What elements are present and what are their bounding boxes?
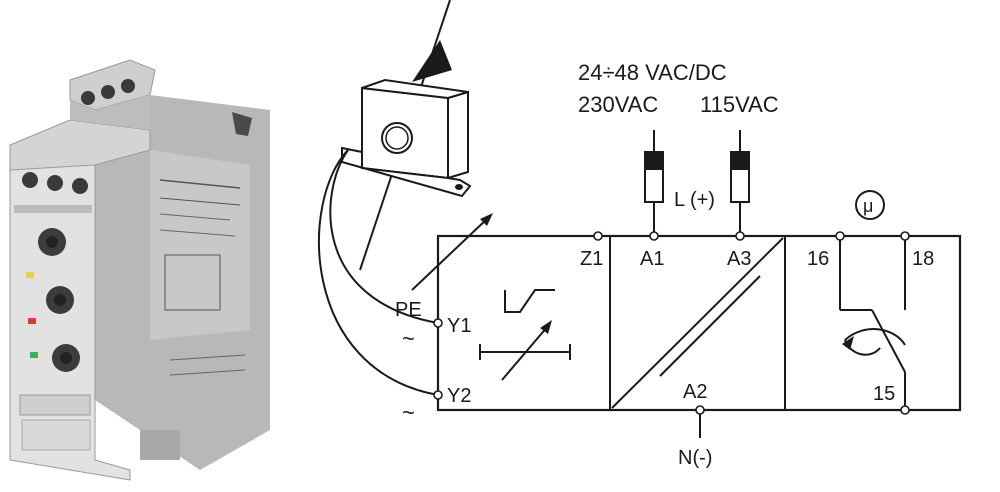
label-16: 16 [807,248,829,270]
terminal-z1 [593,231,603,241]
label-15: 15 [873,383,895,405]
terminal-y1 [433,318,443,328]
fuse-live [644,130,664,236]
terminal-15 [900,405,910,415]
threshold-symbol [504,289,555,313]
relay-module-illustration [9,59,270,481]
label-pe: PE [395,299,422,321]
fuse-a3 [730,130,750,236]
terminal-y2 [433,390,443,400]
label-a2: A2 [683,381,707,403]
supply-voltage-line1: 24÷48 VAC/DC [578,60,727,85]
terminal-a3 [735,231,745,241]
supply-voltage-115: 115VAC [700,92,779,117]
label-18: 18 [912,248,934,270]
adjust-arrow [411,213,493,291]
tilde-y2: ~ [402,400,415,425]
terminal-a2 [695,405,705,415]
live-label: L (+) [674,189,715,211]
current-transformer-sensor [341,0,472,271]
relay-contact-symbol [839,190,906,410]
adjustable-setpoint-symbol [479,320,571,381]
terminal-a1 [649,231,659,241]
label-z1: Z1 [580,248,603,270]
label-a1: A1 [640,248,664,270]
label-y2: Y2 [447,385,471,407]
label-a3: A3 [727,248,751,270]
micro-disconnect-symbol: μ [863,196,873,216]
terminal-16 [835,231,845,241]
terminal-18 [900,231,910,241]
label-y1: Y1 [447,315,471,337]
neutral-label: N(-) [678,447,712,469]
tilde-y1: ~ [402,326,415,351]
supply-voltage-230: 230VAC [578,92,658,117]
